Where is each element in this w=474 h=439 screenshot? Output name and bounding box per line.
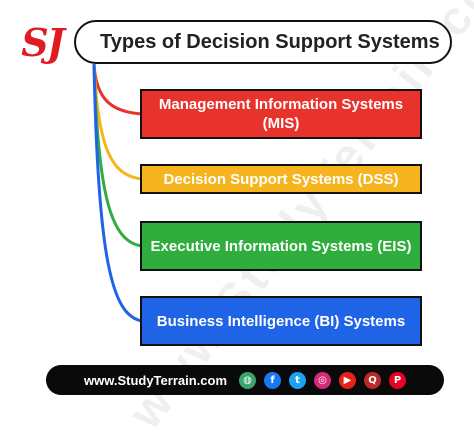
- quora-icon[interactable]: Q: [364, 371, 382, 389]
- box-mis: Management Information Systems (MIS): [140, 89, 422, 139]
- connector-bi: [92, 63, 143, 323]
- box-bi-label: Business Intelligence (BI) Systems: [156, 312, 406, 330]
- footer-url-link[interactable]: www.StudyTerrain.com: [83, 372, 228, 388]
- box-bi: Business Intelligence (BI) Systems: [140, 296, 422, 346]
- box-mis-label: Management Information Systems (MIS): [158, 96, 404, 132]
- footer-bar: www.StudyTerrain.com ◍ f t ◎ ▶ Q P: [46, 365, 444, 395]
- connector-mis: [92, 63, 143, 116]
- globe-icon[interactable]: ◍: [239, 371, 257, 389]
- twitter-icon[interactable]: t: [289, 371, 307, 389]
- box-eis-label: Executive Information Systems (EIS): [150, 237, 412, 255]
- pinterest-icon[interactable]: P: [389, 371, 407, 389]
- title-text: Types of Decision Support Systems: [100, 30, 440, 53]
- youtube-icon[interactable]: ▶: [339, 371, 357, 389]
- studyterrain-logo: SJ: [21, 19, 64, 65]
- diagram-title: Types of Decision Support Systems: [74, 20, 452, 64]
- instagram-icon[interactable]: ◎: [314, 371, 332, 389]
- box-eis: Executive Information Systems (EIS): [140, 221, 422, 271]
- facebook-icon[interactable]: f: [264, 371, 282, 389]
- diagram-canvas: www.StudyTerrain.com SJ Types of Decisio…: [21, 0, 474, 439]
- box-dss-label: Decision Support Systems (DSS): [163, 170, 399, 188]
- connector-lines: [92, 63, 143, 323]
- box-dss: Decision Support Systems (DSS): [140, 164, 422, 194]
